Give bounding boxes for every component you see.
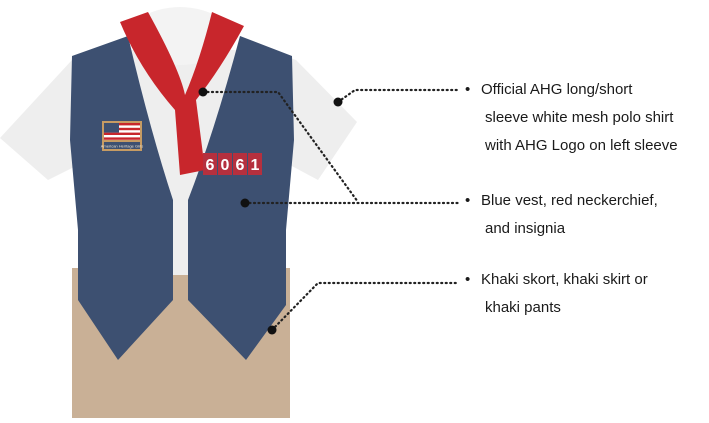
troop-digit: 6 — [236, 157, 245, 174]
blue-vest-left-panel — [70, 36, 173, 360]
red-neckerchief — [120, 12, 244, 175]
callout-line: sleeve white mesh polo shirt — [485, 109, 674, 126]
shirt-callout-dot — [333, 97, 343, 107]
skirt-callout-dot — [267, 325, 277, 335]
callout-skirt: • Khaki skort, khaki skirt or khaki pants — [465, 266, 648, 322]
bullet-icon: • — [465, 271, 471, 288]
callout-text: Official AHG long/short — [481, 81, 633, 98]
bullet-icon: • — [465, 192, 471, 209]
neckerchief-callout-dot — [198, 87, 208, 97]
callout-line: khaki pants — [485, 299, 561, 316]
troop-number-patch: 6 0 6 1 — [203, 153, 262, 175]
vest-callout-dot — [240, 198, 250, 208]
bullet-icon: • — [465, 81, 471, 98]
callout-text: Khaki skort, khaki skirt or — [481, 271, 648, 288]
troop-digit: 6 — [206, 157, 215, 174]
neckerchief-leader-line — [201, 90, 360, 204]
callout-line: and insignia — [485, 220, 566, 237]
leader-lines — [201, 88, 460, 332]
callout-line: • Khaki skort, khaki skirt or — [465, 266, 648, 294]
callout-shirt: • Official AHG long/short sleeve white me… — [465, 76, 678, 160]
american-flag-patch: American Heritage Girls — [101, 121, 143, 151]
skirt-leader-line — [270, 281, 460, 332]
blue-vest-right-panel — [188, 36, 294, 360]
shirt-leader-line — [336, 88, 460, 104]
callout-line: with AHG Logo on left sleeve — [485, 137, 678, 154]
troop-digit: 1 — [251, 157, 260, 174]
flag-patch-caption: American Heritage Girls — [101, 144, 143, 149]
callout-vest: • Blue vest, red neckerchief, and insigni… — [465, 187, 658, 243]
troop-digit: 0 — [221, 157, 230, 174]
callout-line: • Blue vest, red neckerchief, — [465, 187, 658, 215]
callout-text: Blue vest, red neckerchief, — [481, 192, 658, 209]
callout-line: • Official AHG long/short — [465, 76, 678, 104]
